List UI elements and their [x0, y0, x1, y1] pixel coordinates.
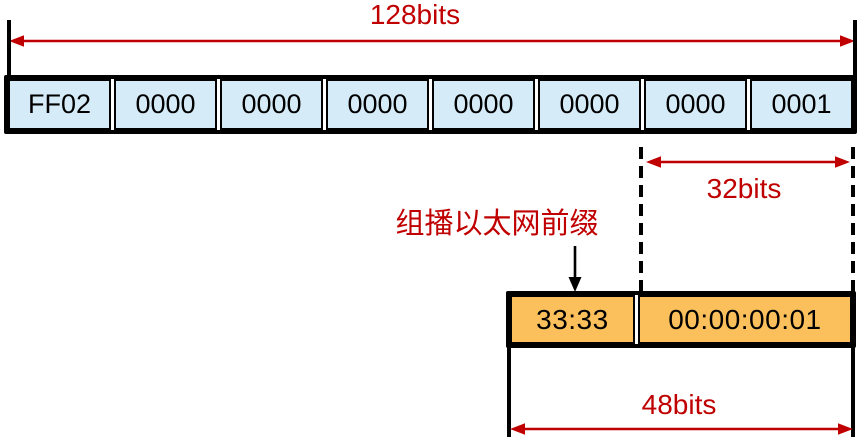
ipv6-cell: 0000	[114, 79, 217, 130]
bits-128-label: 128bits	[369, 0, 461, 30]
mac-cell-prefix: 33:33	[510, 295, 635, 344]
ipv6-cell: 0000	[538, 79, 641, 130]
prefix-pointer-arrow	[568, 246, 582, 292]
ipv6-cell: FF02	[8, 79, 111, 130]
bits-48-label: 48bits	[641, 389, 717, 420]
dashed-line-right	[851, 147, 855, 288]
multicast-prefix-label: 组播以太网前缀	[395, 208, 599, 240]
bits-128-arrow	[9, 35, 855, 47]
mac-cell-suffix: 00:00:00:01	[637, 295, 852, 344]
ipv6-cell: 0000	[432, 79, 535, 130]
mac-address-row: 33:33 00:00:00:01	[506, 291, 856, 348]
ipv6-cell: 0000	[220, 79, 323, 130]
bits-32-arrow	[646, 156, 850, 168]
bits-48-left-line	[507, 347, 511, 437]
dashed-line-left	[639, 147, 643, 292]
left-boundary-tick	[7, 20, 11, 77]
ipv6-address-row: FF02 0000 0000 0000 0000 0000 0000 0001	[4, 75, 857, 134]
bits-32-label: 32bits	[706, 173, 782, 204]
ipv6-cell: 0000	[644, 79, 747, 130]
ipv6-cell: 0001	[750, 79, 853, 130]
right-boundary-tick	[853, 20, 857, 77]
bits-48-right-line	[851, 288, 855, 437]
bits-48-arrow	[510, 423, 853, 435]
ipv6-cell: 0000	[326, 79, 429, 130]
